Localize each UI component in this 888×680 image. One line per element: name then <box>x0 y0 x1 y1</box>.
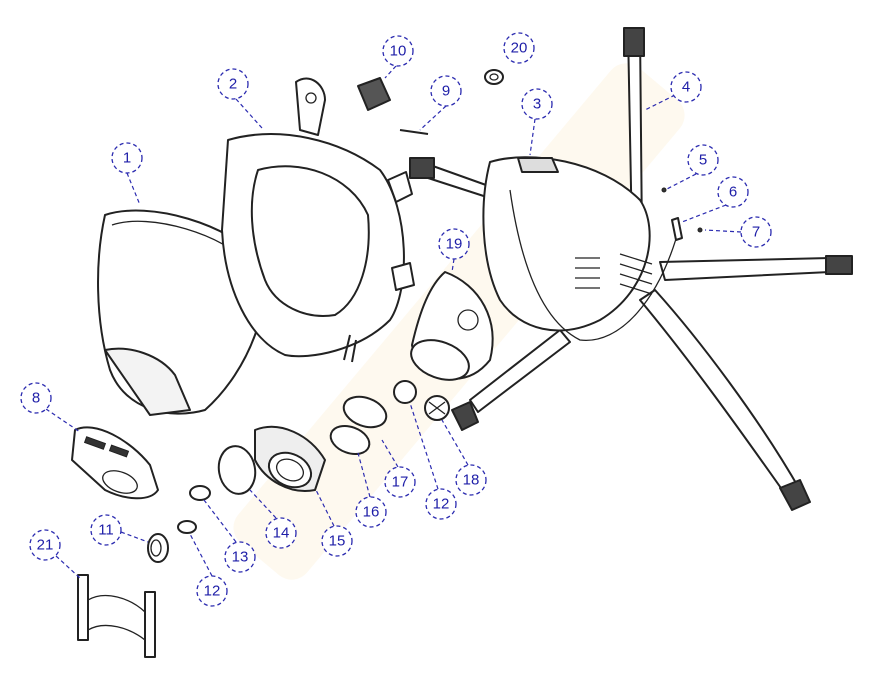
callout-20: 20 <box>503 32 535 64</box>
inner-mask <box>410 271 494 381</box>
svg-text:12: 12 <box>433 496 450 513</box>
svg-text:20: 20 <box>511 40 528 57</box>
callout-14: 14 <box>265 517 297 549</box>
washer <box>484 69 504 85</box>
svg-text:11: 11 <box>98 522 114 539</box>
svg-text:6: 6 <box>729 184 737 201</box>
svg-text:3: 3 <box>533 96 541 113</box>
callout-17: 17 <box>384 466 416 498</box>
springs <box>343 334 357 363</box>
screw <box>661 187 667 193</box>
callout-13: 13 <box>224 541 256 573</box>
svg-text:10: 10 <box>390 43 407 60</box>
svg-text:18: 18 <box>463 472 480 489</box>
callout-12a: 12 <box>425 488 457 520</box>
gasket <box>329 424 371 456</box>
pin <box>399 129 429 135</box>
callout-6: 6 <box>717 176 749 208</box>
svg-text:15: 15 <box>329 533 346 550</box>
small-screw <box>697 227 703 233</box>
svg-text:5: 5 <box>699 152 707 169</box>
callout-7: 7 <box>740 216 772 248</box>
valve-seat <box>147 533 169 563</box>
svg-text:8: 8 <box>32 390 40 407</box>
valve-disc <box>177 520 197 534</box>
callout-16: 16 <box>355 496 387 528</box>
callout-11: 11 <box>90 514 122 546</box>
buckle <box>357 77 391 111</box>
valve-cap <box>424 395 450 421</box>
svg-text:9: 9 <box>442 83 450 100</box>
callout-9: 9 <box>430 75 462 107</box>
leader-lines <box>45 65 742 579</box>
bracket <box>77 574 156 658</box>
o-ring <box>217 445 257 495</box>
svg-text:12: 12 <box>204 583 221 600</box>
valve-disc <box>393 380 417 404</box>
connector <box>254 425 326 492</box>
callout-5: 5 <box>687 144 719 176</box>
svg-text:16: 16 <box>363 504 380 521</box>
svg-text:1: 1 <box>123 150 131 167</box>
callout-18: 18 <box>455 464 487 496</box>
svg-text:17: 17 <box>392 474 409 491</box>
callout-2: 2 <box>217 68 249 100</box>
svg-text:21: 21 <box>37 537 54 554</box>
harness-strap <box>409 27 853 511</box>
callout-8: 8 <box>20 382 52 414</box>
callout-1: 1 <box>111 142 143 174</box>
speech-cover <box>71 426 159 500</box>
callout-19: 19 <box>438 228 470 260</box>
head-harness <box>482 156 681 341</box>
valve-disc-small <box>189 485 211 501</box>
harness-slots <box>575 253 653 295</box>
callout-3: 3 <box>521 88 553 120</box>
svg-text:7: 7 <box>752 224 760 241</box>
callout-12b: 12 <box>196 575 228 607</box>
callout-4: 4 <box>670 71 702 103</box>
clip <box>671 217 683 241</box>
svg-text:13: 13 <box>232 549 249 566</box>
svg-text:2: 2 <box>229 76 237 93</box>
callout-21: 21 <box>29 529 61 561</box>
callout-10: 10 <box>382 35 414 67</box>
svg-text:19: 19 <box>446 236 463 253</box>
mask-frame <box>221 77 415 358</box>
svg-text:4: 4 <box>682 79 690 96</box>
ring <box>342 395 388 429</box>
visor-lens <box>97 209 266 416</box>
callout-15: 15 <box>321 525 353 557</box>
svg-text:14: 14 <box>273 525 290 542</box>
